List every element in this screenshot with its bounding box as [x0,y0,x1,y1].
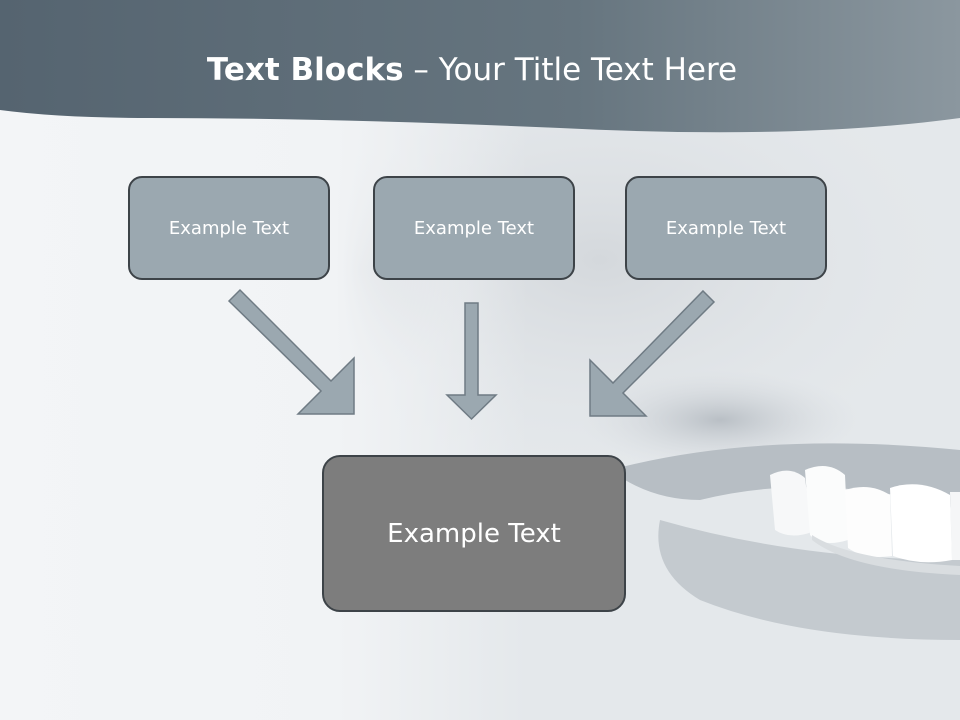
text-block-right: Example Text [625,176,827,280]
text-block-center: Example Text [373,176,575,280]
arrow-down-icon [445,302,498,421]
text-block-left: Example Text [128,176,330,280]
title-rest: Your Title Text Here [438,52,738,88]
title-bold: Text Blocks [206,52,404,88]
slide-title: Text Blocks – Your Title Text Here [0,52,944,88]
text-block-result: Example Text [322,455,626,612]
arrow-down-right-icon [227,288,355,415]
title-dash: – [413,52,429,88]
arrow-down-left-icon [589,289,716,417]
